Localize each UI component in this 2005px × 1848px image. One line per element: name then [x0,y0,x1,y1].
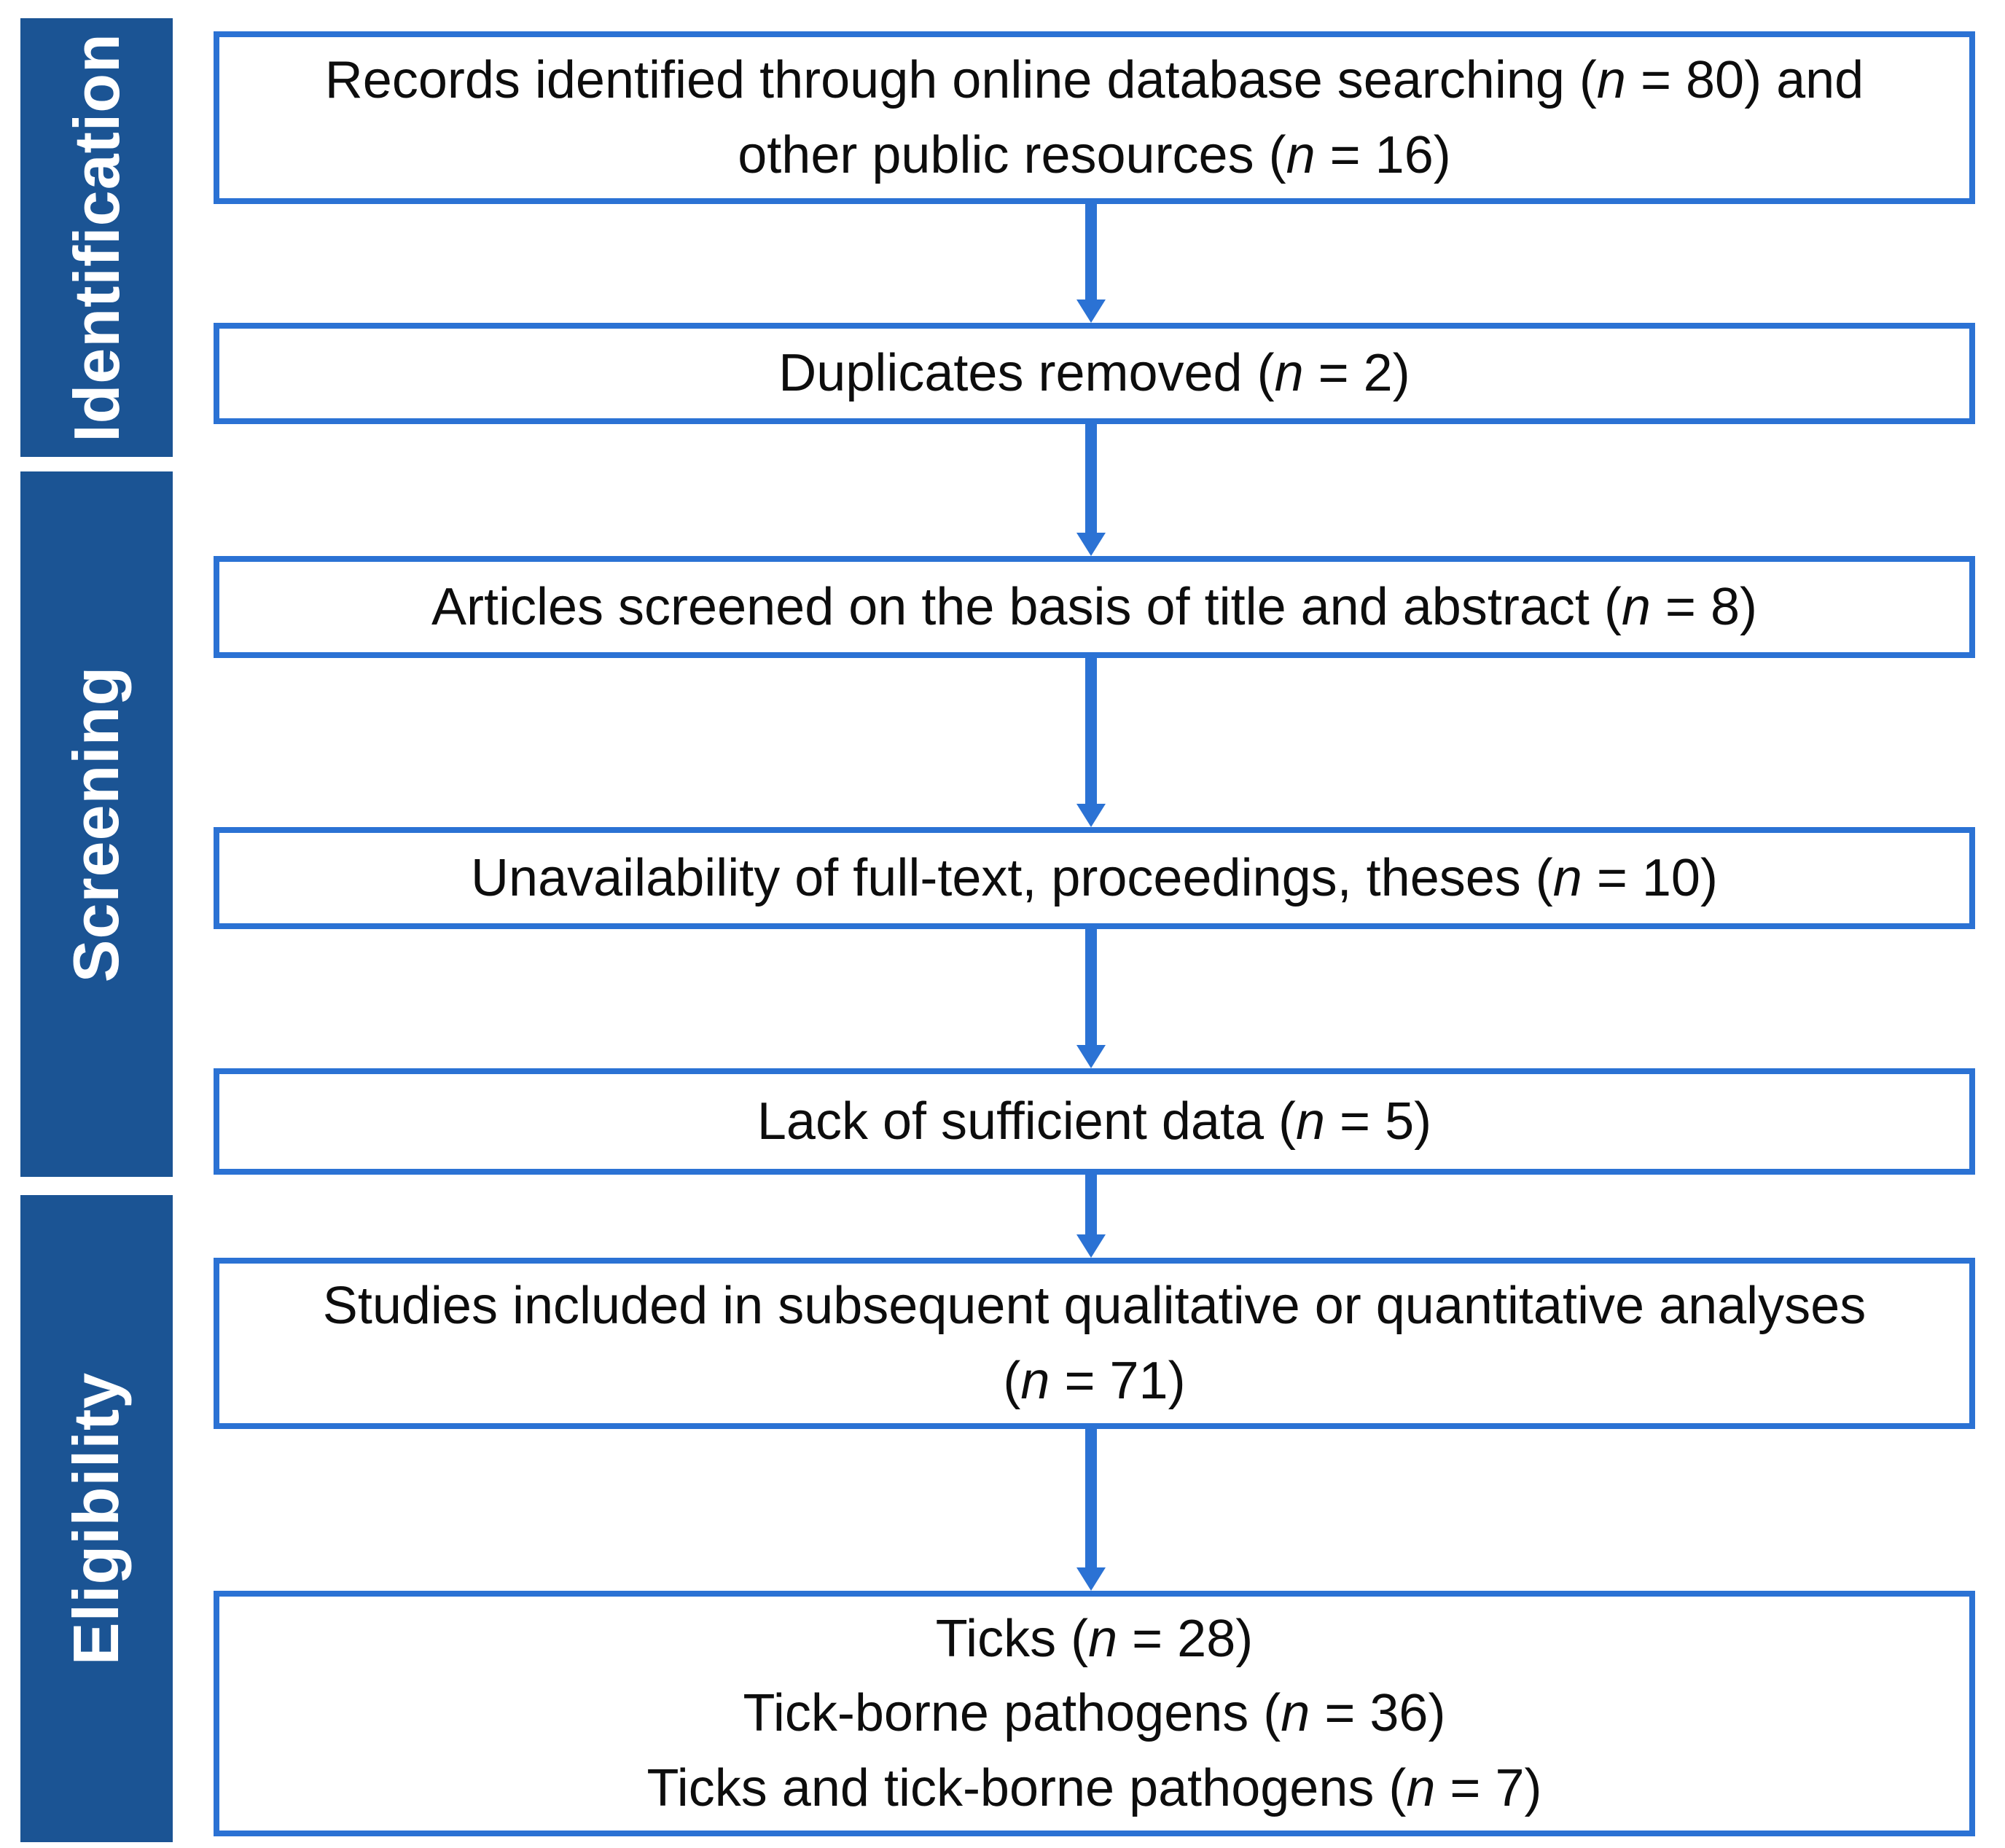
text-segment: = 7) [1435,1758,1542,1817]
box-text-line: Records identified through online databa… [325,43,1864,117]
box-text-line: Ticks (n = 28) [936,1602,1253,1676]
text-segment: = 71) [1050,1351,1186,1410]
flow-box-lack-of-sufficient-data: Lack of sufficient data (n = 5) [214,1068,1975,1175]
text-segment: Records identified through online databa… [324,51,1597,110]
arrow-shaft [1085,1429,1097,1567]
flow-arrow-6 [1076,1429,1106,1591]
arrow-head-icon [1076,1045,1106,1068]
stage-bar-eligibility: Eligibility [20,1195,173,1842]
arrow-shaft [1085,424,1097,533]
text-segment: ( [1003,1351,1021,1410]
italic-n: n [1286,125,1316,184]
text-segment: = 16) [1315,125,1451,184]
box-text-line: Lack of sufficient data (n = 5) [757,1084,1431,1159]
text-segment: = 10) [1582,848,1718,907]
stage-bar-identification: Identification [20,18,173,457]
box-text-line: other public resources (n = 16) [738,118,1451,192]
text-segment: = 36) [1310,1684,1446,1743]
flow-arrow-1 [1076,204,1106,323]
flow-box-studies-included: Studies included in subsequent qualitati… [214,1258,1975,1429]
stage-label-identification: Identification [60,33,133,442]
flow-box-articles-screened: Articles screened on the basis of title … [214,556,1975,658]
box-text-line: Ticks and tick-borne pathogens (n = 7) [647,1751,1542,1825]
arrow-head-icon [1076,1234,1106,1258]
flow-box-records-identified: Records identified through online databa… [214,31,1975,204]
italic-n: n [1274,344,1304,403]
text-segment: Lack of sufficient data ( [757,1092,1296,1151]
flow-box-duplicates-removed: Duplicates removed (n = 2) [214,323,1975,424]
flow-arrow-3 [1076,658,1106,827]
box-text-line: Tick-borne pathogens (n = 36) [743,1676,1446,1750]
flow-arrow-2 [1076,424,1106,556]
text-segment: = 5) [1325,1092,1432,1151]
text-segment: = 8) [1650,577,1757,636]
italic-n: n [1020,1351,1050,1410]
text-segment: other public resources ( [738,125,1286,184]
box-text-line: Duplicates removed (n = 2) [778,336,1410,410]
text-segment: = 80) and [1625,51,1864,110]
arrow-head-icon [1076,1567,1106,1591]
flow-box-unavailability-full-text: Unavailability of full-text, proceedings… [214,827,1975,929]
italic-n: n [1295,1092,1326,1151]
box-text-line: (n = 71) [1003,1344,1185,1418]
arrow-shaft [1085,1175,1097,1234]
italic-n: n [1596,51,1626,110]
arrow-shaft [1085,658,1097,804]
text-segment: Studies included in subsequent qualitati… [322,1277,1867,1336]
italic-n: n [1281,1684,1310,1743]
box-text-line: Unavailability of full-text, proceedings… [471,841,1718,915]
arrow-shaft [1085,204,1097,299]
stage-bar-screening: Screening [20,471,173,1177]
text-segment: Tick-borne pathogens ( [743,1684,1281,1743]
text-segment: Ticks ( [935,1610,1089,1669]
arrow-head-icon [1076,299,1106,323]
text-segment: Duplicates removed ( [778,344,1275,403]
box-text-line: Studies included in subsequent qualitati… [323,1269,1866,1343]
text-segment: Articles screened on the basis of title … [431,577,1622,636]
arrow-shaft [1085,929,1097,1045]
text-segment: = 28) [1117,1610,1254,1669]
text-segment: Ticks and tick-borne pathogens ( [646,1758,1407,1817]
stage-label-screening: Screening [60,665,133,983]
arrow-head-icon [1076,533,1106,556]
italic-n: n [1621,577,1651,636]
stage-label-eligibility: Eligibility [60,1371,133,1666]
italic-n: n [1406,1758,1436,1817]
arrow-head-icon [1076,804,1106,827]
flow-arrow-4 [1076,929,1106,1068]
box-text-line: Articles screened on the basis of title … [431,570,1757,644]
italic-n: n [1088,1610,1118,1669]
text-segment: Unavailability of full-text, proceedings… [471,848,1553,907]
italic-n: n [1552,848,1582,907]
text-segment: = 2) [1303,344,1410,403]
flow-arrow-5 [1076,1175,1106,1258]
flow-box-final-breakdown: Ticks (n = 28)Tick-borne pathogens (n = … [214,1591,1975,1836]
